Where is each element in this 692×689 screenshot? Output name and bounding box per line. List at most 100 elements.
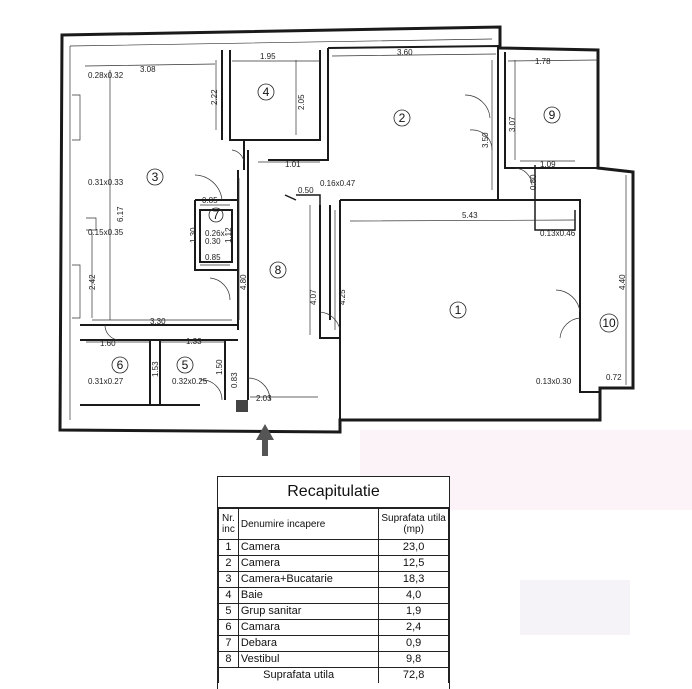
cell-nr: 7 [218,635,239,652]
cell-area: 12,5 [378,555,449,572]
table-row: 4 Baie 4,0 [218,587,449,604]
dim-label: 3.50 [481,132,490,148]
dim-label: 4.80 [239,274,248,290]
dim-label: 0.31x0.33 [88,178,124,187]
dim-label: 1.12 [224,227,233,243]
cell-area: 23,0 [378,539,449,556]
dim-label: 0.13x0.46 [540,229,576,238]
outer-walls [58,25,635,434]
dim-label: 0.85 [202,196,218,205]
svg-text:2: 2 [399,111,406,125]
cell-name: Camera [237,539,380,556]
dim-label: 1.53 [151,361,160,377]
dimension-labels: 0.28x0.32 3.08 1.95 3.60 1.78 1.01 1.09 … [88,48,622,403]
room-label-5: 5 [176,356,194,374]
room-label-10: 10 [599,313,619,333]
room-label-1: 1 [449,301,467,319]
dim-label: 3.30 [150,317,166,326]
svg-text:6: 6 [117,358,124,372]
total-area: 72,8 [378,667,449,683]
cell-nr: 8 [218,651,239,668]
total-label: Suprafata utila [217,667,380,683]
arrow-up-icon [256,424,274,456]
cell-nr: 1 [218,539,239,556]
total-row: Suprafata utila 72,8 [217,667,449,683]
interior-walls [72,44,600,420]
dim-label: 3.08 [140,65,156,74]
dim-label: 6.17 [116,206,125,222]
room-label-4: 4 [257,83,275,101]
structural-column [236,400,248,412]
cell-name: Debara [237,635,380,652]
cell-name: Grup sanitar [237,603,380,620]
dim-label: 1.01 [285,160,301,169]
dim-label: 0.28x0.32 [88,71,124,80]
svg-text:1: 1 [455,303,462,317]
dim-label: 1.60 [100,339,116,348]
dim-label: 0.32x0.25 [172,377,208,386]
cell-nr: 2 [218,555,239,572]
cell-area: 0,9 [378,635,449,652]
table-row: 5 Grup sanitar 1,9 [218,603,449,620]
dim-label: 1.33 [186,337,202,346]
dim-label: 2.42 [88,274,97,290]
background-smudge-2 [520,580,630,635]
dim-label: 0.50 [298,186,314,195]
cell-area: 2,4 [378,619,449,636]
dim-label: 1.78 [535,57,551,66]
cell-name: Camera [237,555,380,572]
doors [104,94,581,401]
header-area: Suprafata utila (mp) [378,508,449,540]
table-row: 3 Camera+Bucatarie 18,3 [218,571,449,588]
cell-name: Camera+Bucatarie [237,571,380,588]
cell-name: Baie [237,587,380,604]
dim-label: 0.16x0.47 [320,179,356,188]
table-row: 6 Camara 2,4 [218,619,449,636]
dim-label: 5.43 [462,211,478,220]
dim-label: 0.80 [529,174,538,190]
room-label-6: 6 [111,356,129,374]
cell-area: 4,0 [378,587,449,604]
table-row: 1 Camera 23,0 [218,539,449,556]
dim-label: 4.25 [338,289,347,305]
svg-text:3: 3 [152,170,159,184]
dimension-lines [84,53,627,398]
recap-title: Recapitulatie [218,477,449,508]
room-label-8: 8 [269,261,287,279]
cell-name: Camara [237,619,380,636]
dim-label: 0.72 [606,373,622,382]
cell-nr: 4 [218,587,239,604]
dimension-labels-vertical: 2.22 2.05 3.50 3.07 6.17 0.80 1.30 1.12 … [88,89,627,388]
room-labels: 1 2 3 4 5 6 7 8 9 10 [111,83,619,374]
room-label-7: 7 [208,207,224,223]
dim-label: 0.26x [205,229,225,238]
dim-label: 3.07 [508,116,517,132]
dim-label: 0.15x0.35 [88,228,124,237]
table-row: 8 Vestibul 9,8 [218,651,449,668]
cell-area: 1,9 [378,603,449,620]
dim-label: 0.83 [230,372,239,388]
dim-label: 1.30 [189,227,198,243]
dim-label: 4.07 [309,289,318,305]
svg-text:5: 5 [182,358,189,372]
room-label-2: 2 [393,109,411,127]
cell-area: 9,8 [378,651,449,668]
svg-text:9: 9 [549,108,556,122]
table-row: 2 Camera 12,5 [218,555,449,572]
header-nr: Nr. inc [218,508,239,540]
table-row: 7 Debara 0,9 [218,635,449,652]
table-header-row: Nr. inc Denumire incapere Suprafata util… [218,508,449,540]
dim-label: 0.85 [205,253,221,262]
dim-label: 2.03 [256,394,272,403]
svg-text:10: 10 [602,316,616,330]
room-label-3: 3 [146,168,164,186]
dim-label: 1.50 [215,359,224,375]
svg-text:8: 8 [275,263,282,277]
cell-nr: 5 [218,603,239,620]
dim-label: 2.05 [297,94,306,110]
cell-area: 18,3 [378,571,449,588]
cell-name: Vestibul [237,651,380,668]
cell-nr: 6 [218,619,239,636]
header-name: Denumire incapere [237,508,380,540]
recap-table: Nr. inc Denumire incapere Suprafata util… [217,508,449,683]
